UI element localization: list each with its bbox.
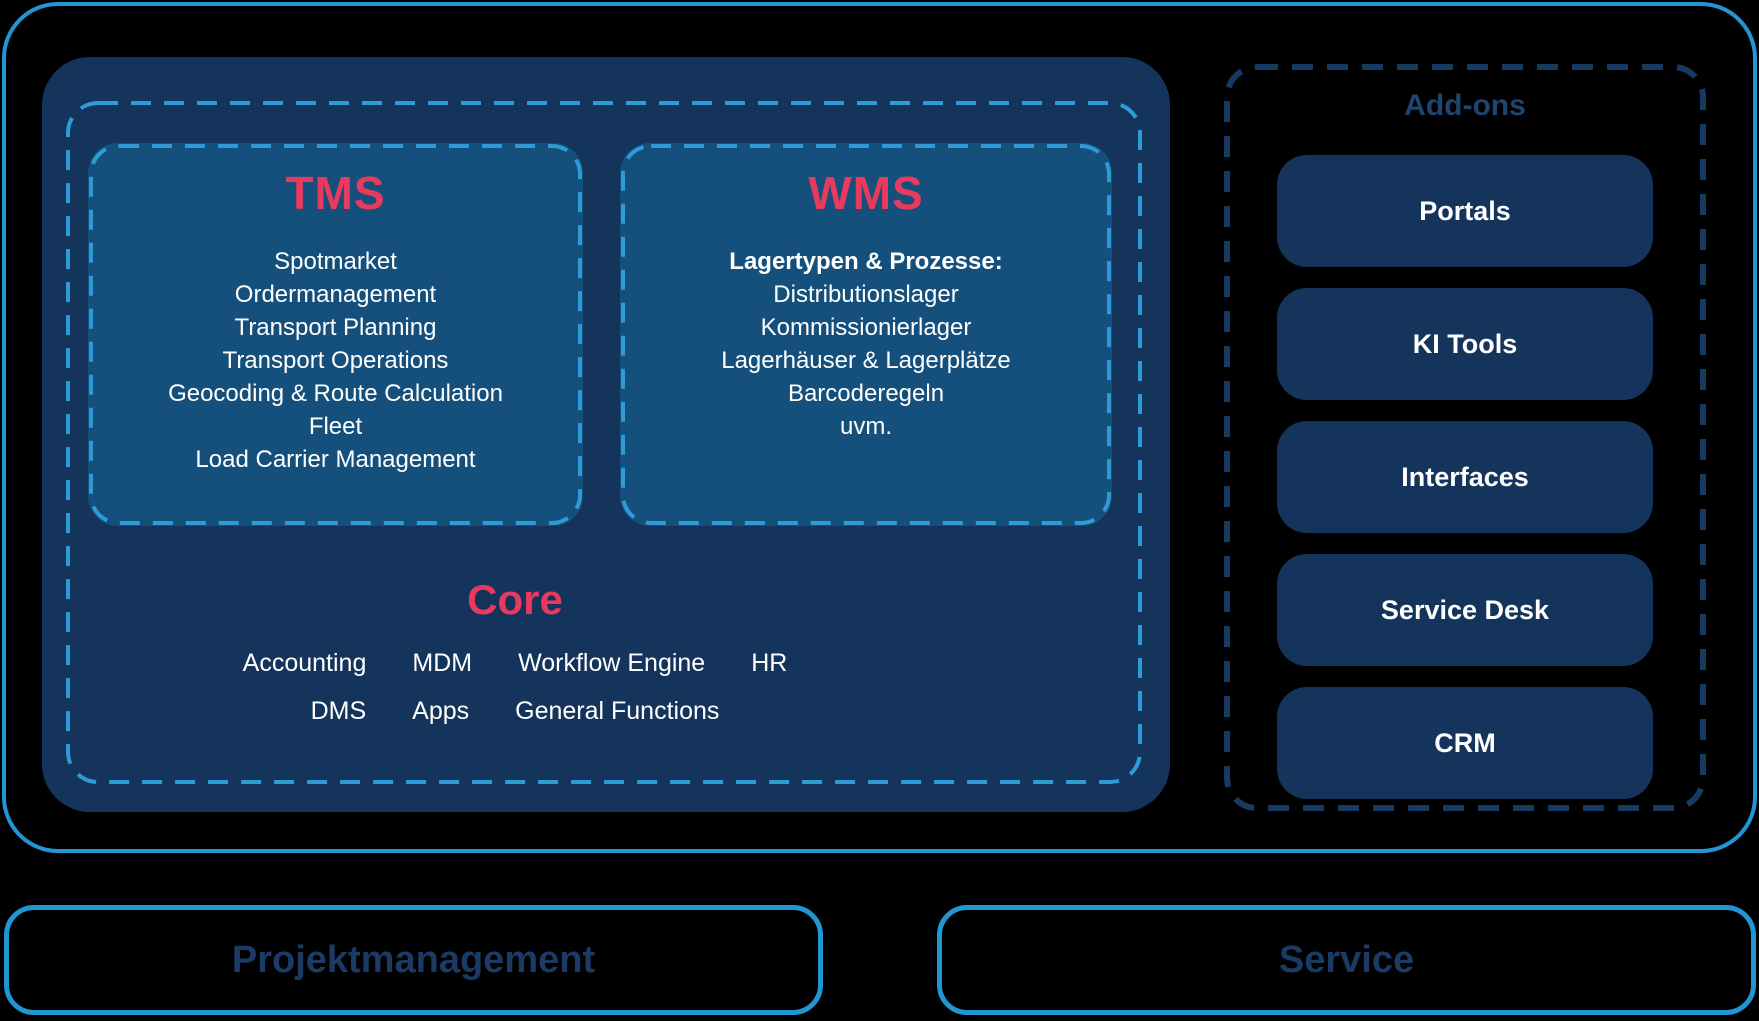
wms-subtitle: Lagertypen & Prozesse: xyxy=(729,248,1003,275)
wms-module-card: WMS Lagertypen & Prozesse: Distributions… xyxy=(620,143,1112,526)
service-bar: Service xyxy=(937,905,1756,1015)
core-item: MDM xyxy=(412,649,473,677)
core-item: Workflow Engine xyxy=(518,649,706,677)
platform-outer-frame xyxy=(2,2,1757,853)
tms-feature-item: Ordermanagement xyxy=(234,281,437,308)
wms-feature-item: Lagerhäuser & Lagerplätze xyxy=(721,347,1011,374)
wms-feature-item: Kommissionierlager xyxy=(760,314,972,341)
addon-pill: KI Tools xyxy=(1277,288,1653,400)
core-item: Accounting xyxy=(242,649,367,677)
core-items-row-1: Accounting MDM Workflow Engine HR xyxy=(65,648,965,678)
tms-feature-item: Spotmarket xyxy=(274,248,397,275)
tms-feature-item: Fleet xyxy=(308,413,363,440)
core-item: General Functions xyxy=(515,697,720,725)
core-title: Core xyxy=(467,576,563,623)
projektmanagement-bar: Projektmanagement xyxy=(4,905,823,1015)
wms-feature-item: Barcoderegeln xyxy=(787,380,945,407)
wms-title: WMS xyxy=(808,167,924,219)
wms-feature-item: Distributionslager xyxy=(773,281,959,308)
addon-pill: Service Desk xyxy=(1277,554,1653,666)
tms-feature-item: Transport Planning xyxy=(234,314,437,341)
tms-feature-item: Transport Operations xyxy=(222,347,449,374)
core-section: Core Accounting MDM Workflow Engine HR DMS A… xyxy=(65,572,965,726)
addon-pill: Portals xyxy=(1277,155,1653,267)
core-item: DMS xyxy=(310,697,367,725)
tms-feature-item: Geocoding & Route Calculation xyxy=(168,380,503,407)
core-item: HR xyxy=(751,649,788,677)
wms-feature-item: uvm. xyxy=(839,413,892,440)
projektmanagement-label: Projektmanagement xyxy=(231,938,596,981)
core-item: Apps xyxy=(412,697,470,725)
addon-pill: Interfaces xyxy=(1277,421,1653,533)
tms-feature-item: Load Carrier Management xyxy=(195,446,476,473)
core-items-row-2: DMS Apps General Functions xyxy=(65,696,965,726)
service-label: Service xyxy=(1278,938,1415,981)
tms-title: TMS xyxy=(285,167,386,219)
addons-title: Add-ons xyxy=(1404,89,1526,122)
addon-pill: CRM xyxy=(1277,687,1653,799)
